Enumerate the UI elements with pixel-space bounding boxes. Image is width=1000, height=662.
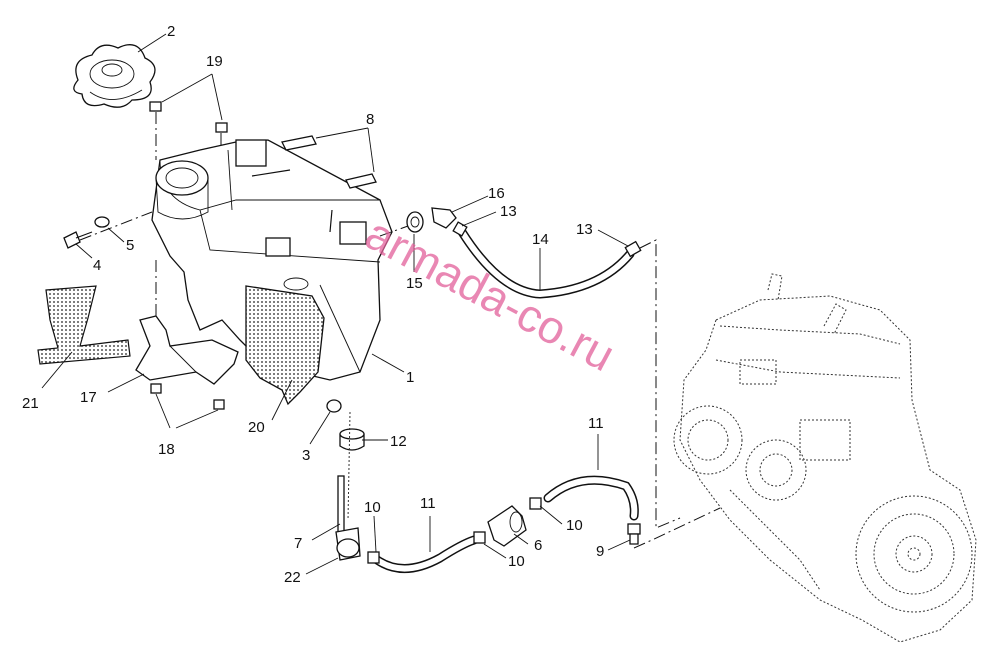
callout-20: 20 <box>248 419 265 436</box>
decal-21 <box>37 285 131 365</box>
washer-5 <box>94 216 110 228</box>
callout-3: 3 <box>302 447 310 464</box>
bracket-17 <box>135 260 239 385</box>
leader-lines <box>41 33 631 575</box>
callout-8: 8 <box>366 111 374 128</box>
route-line-lower <box>633 507 721 549</box>
filter-6 <box>487 505 527 547</box>
callout-7: 7 <box>294 535 302 552</box>
callout-2: 2 <box>167 23 175 40</box>
callout-12: 12 <box>390 433 407 450</box>
centerline-15 <box>379 225 409 237</box>
callout-5: 5 <box>126 237 134 254</box>
clamp-13-b <box>624 240 642 258</box>
callout-1: 1 <box>406 369 414 386</box>
plug-12 <box>339 428 365 451</box>
callout-17: 17 <box>80 389 97 406</box>
heat-shield <box>245 285 325 406</box>
callout-10-left: 10 <box>364 499 381 516</box>
clamp-10-b <box>473 531 486 544</box>
callout-11-lower: 11 <box>420 495 436 512</box>
hose-11-lower <box>367 535 479 573</box>
nut-19-a <box>149 101 162 160</box>
centerline-4 <box>79 211 153 241</box>
elbow-16 <box>431 207 457 229</box>
callout-4: 4 <box>93 257 101 274</box>
fitting-9 <box>627 523 641 545</box>
callout-16: 16 <box>488 185 505 202</box>
clamp-10-c <box>529 497 542 510</box>
grommet-3 <box>326 399 342 413</box>
decal-strip-8-a <box>281 135 317 151</box>
filler-cap <box>73 44 156 108</box>
callout-18: 18 <box>158 441 175 458</box>
callout-19: 19 <box>206 53 223 70</box>
callout-14: 14 <box>532 231 549 248</box>
decal-strip-8-b <box>345 173 377 189</box>
hose-11-upper <box>543 475 639 521</box>
screw-18-a <box>150 383 162 394</box>
route-line-upper <box>639 239 681 529</box>
callout-10-lower: 10 <box>508 553 525 570</box>
callout-21: 21 <box>22 395 39 412</box>
callout-11-upper: 11 <box>588 415 604 432</box>
callout-6: 6 <box>534 537 542 554</box>
callout-22: 22 <box>284 569 301 586</box>
callout-13-right: 13 <box>576 221 593 238</box>
clamp-10-a <box>367 551 380 564</box>
oil-tank <box>151 139 393 381</box>
hose-14 <box>457 227 635 299</box>
callout-15: 15 <box>406 275 423 292</box>
screw-18-b <box>213 399 225 410</box>
callout-13-upper: 13 <box>500 203 517 220</box>
fitting-22 <box>336 538 360 558</box>
callout-9: 9 <box>596 543 604 560</box>
fitting-15 <box>406 211 424 233</box>
engine <box>673 273 977 643</box>
callout-10-right: 10 <box>566 517 583 534</box>
